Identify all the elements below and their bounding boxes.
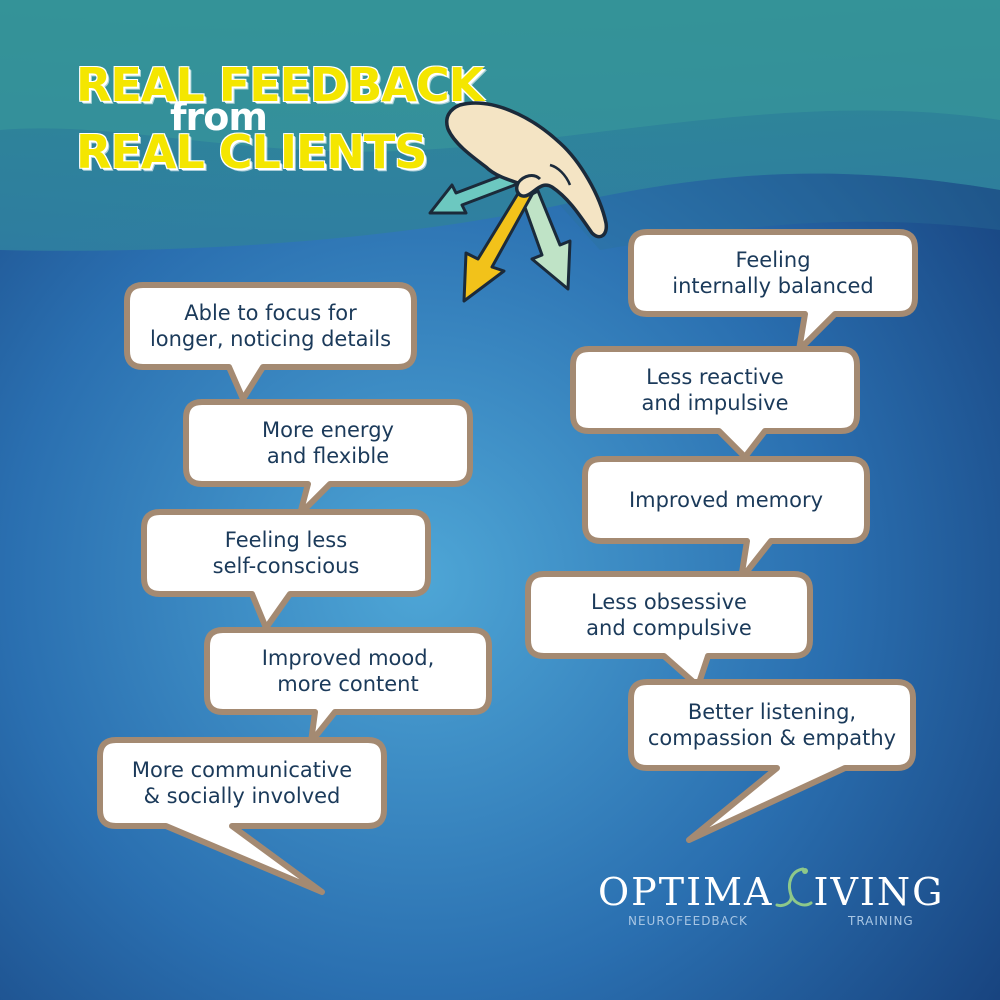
speech-bubble: Less reactive and impulsive <box>569 345 861 460</box>
speech-bubble: Feeling less self-conscious <box>140 508 432 631</box>
logo-wordmark-left: OPTIMA <box>598 870 774 914</box>
logo-subtitle-left: NEUROFEEDBACK <box>628 914 748 928</box>
speech-bubble-shape <box>97 737 387 895</box>
speech-bubble: Better listening, compassion & empathy <box>627 678 917 843</box>
bubble-text: Improved memory <box>628 488 824 512</box>
arrow-green-icon <box>520 189 572 291</box>
title-line-2: from <box>170 95 268 139</box>
speech-bubble-shape <box>525 571 813 689</box>
speech-bubble: Improved memory <box>581 455 871 582</box>
speech-bubble-shape <box>183 399 473 517</box>
speech-bubble-shape <box>582 456 870 582</box>
speech-bubble-shape <box>628 229 918 353</box>
title-line-3: REAL CLIENTS <box>76 125 427 179</box>
speech-bubble: Improved mood, more content <box>203 626 493 745</box>
hand-pointer-illustration <box>428 101 609 303</box>
speech-bubble-shape <box>570 346 860 460</box>
speech-bubble-shape <box>124 282 417 402</box>
logo-wordmark: OPTIMA IVING <box>598 867 945 914</box>
speech-bubble: Able to focus for longer, noticing detai… <box>123 281 418 402</box>
speech-bubble-shape <box>628 679 916 843</box>
optima-living-logo: OPTIMA IVING NEUROFEEDBACK TRAINING <box>598 867 943 950</box>
speech-bubble: More communicative & socially involved <box>96 736 388 895</box>
bubble-text: More energy and flexible <box>262 418 394 468</box>
logo-swirl-icon <box>773 867 813 911</box>
hand-pointer-icon <box>445 101 609 239</box>
logo-wordmark-right: IVING <box>813 870 945 914</box>
title-line-1: REAL FEEDBACK <box>76 58 484 112</box>
bubble-text: Better listening, compassion & empathy <box>647 700 897 750</box>
arrow-yellow-icon <box>462 185 536 303</box>
bubble-text: Less reactive and impulsive <box>641 365 789 415</box>
bubble-text: Improved mood, more content <box>261 646 435 696</box>
bubble-text: Feeling less self-conscious <box>212 528 360 578</box>
speech-bubble: Less obsessive and compulsive <box>524 570 814 689</box>
bubble-text: More communicative & socially involved <box>131 758 353 808</box>
speech-bubble-shape <box>204 627 492 745</box>
speech-bubble-shape <box>141 509 431 631</box>
bubble-text: Less obsessive and compulsive <box>586 590 752 640</box>
speech-bubble: Feeling internally balanced <box>627 228 919 353</box>
speech-bubble: More energy and flexible <box>182 398 474 517</box>
bubble-text: Able to focus for longer, noticing detai… <box>149 301 392 351</box>
logo-subtitle-right: TRAINING <box>848 914 914 928</box>
bubble-text: Feeling internally balanced <box>672 248 874 298</box>
